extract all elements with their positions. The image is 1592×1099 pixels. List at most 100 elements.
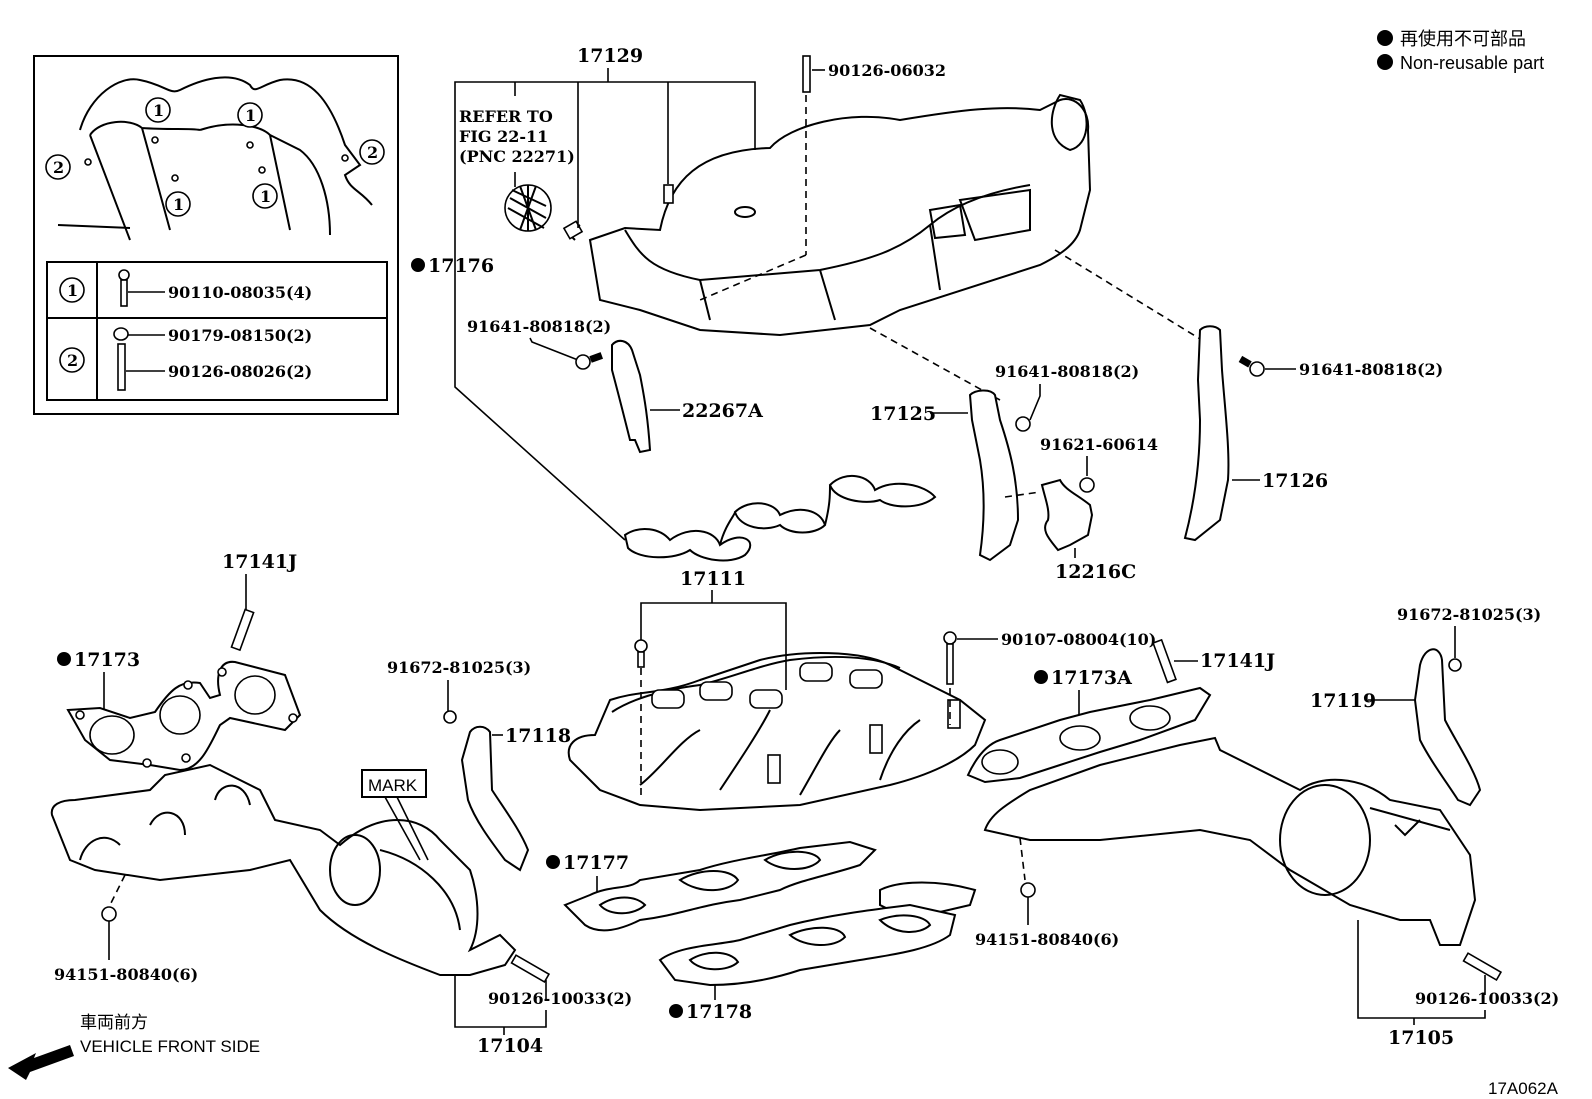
part-17105[interactable]: 17105	[1388, 1027, 1454, 1049]
bolt-icon	[1079, 477, 1095, 493]
inset-detail: 1 1 1 1 2 2 1 90110-08035(4) 2 90179	[33, 55, 399, 415]
callout-91672-81025-right: 91672-81025(3)	[1397, 605, 1541, 672]
part-17118[interactable]: 17118	[505, 725, 571, 747]
part-90107-08004[interactable]: 90107-08004(10)	[1001, 630, 1156, 649]
front-side-en: VEHICLE FRONT SIDE	[80, 1037, 260, 1056]
mark-label: MARK	[368, 776, 418, 795]
legend-jp: 再使用不可部品	[1400, 29, 1526, 49]
nut-icon	[101, 906, 117, 922]
part-91672-81025-a[interactable]: 91672-81025(3)	[387, 658, 531, 677]
callout-17111: 17111	[634, 568, 787, 800]
callout-12216C: 12216C	[1040, 478, 1136, 583]
bolt-icon	[118, 269, 130, 307]
part-17173[interactable]: 17173	[74, 649, 140, 671]
inset-row-2: 2 90179-08150(2) 90126-08026(2)	[59, 326, 312, 391]
callout-17125: 17125	[869, 327, 1020, 562]
part-17173A[interactable]: 17173A	[1051, 667, 1132, 689]
part-17177[interactable]: 17177	[563, 852, 629, 874]
callout-91641-80818-right: 91641-80818(2)	[1238, 355, 1443, 379]
part-17129[interactable]: 17129	[577, 45, 643, 67]
part-22267A[interactable]: 22267A	[682, 400, 763, 422]
callout-91641-80818-left: 91641-80818(2)	[467, 317, 611, 370]
part-90126-10033-a[interactable]: 90126-10033(2)	[488, 989, 632, 1008]
upper-intake-manifold	[504, 93, 1092, 337]
callout-17176: 17176	[411, 255, 937, 562]
stud-icon	[1462, 952, 1503, 982]
non-reusable-bullet-icon	[57, 652, 71, 666]
part-17119[interactable]: 17119	[1310, 690, 1376, 712]
callout-17141J-left: 17141J	[222, 551, 297, 652]
svg-text:1: 1	[67, 281, 78, 300]
stud-icon	[510, 954, 551, 984]
callout-90126-10033-left: 90126-10033(2)	[488, 954, 632, 1008]
exhaust-manifold-right	[983, 736, 1477, 946]
refer-line-3[interactable]: (PNC 22271)	[459, 147, 575, 166]
figure-code: 17A062A	[1488, 1079, 1559, 1098]
callout-22267A: 22267A	[611, 339, 763, 454]
front-arrow-icon	[8, 1045, 74, 1080]
inset-row-1: 1 90110-08035(4)	[59, 269, 312, 307]
callout-marker-2: 2 2	[45, 139, 385, 180]
bolt-icon	[575, 354, 591, 370]
part-91621-60614[interactable]: 91621-60614	[1040, 435, 1158, 454]
part-17125[interactable]: 17125	[870, 403, 936, 425]
non-reusable-bullet-icon	[1034, 670, 1048, 684]
svg-text:2: 2	[367, 143, 378, 162]
part-91641-80818-a[interactable]: 91641-80818(2)	[467, 317, 611, 336]
svg-text:1: 1	[260, 187, 271, 206]
non-reusable-bullet-icon	[546, 855, 560, 869]
part-94151-80840-a[interactable]: 94151-80840(6)	[54, 965, 198, 984]
callout-90126-06032: 90126-06032	[699, 55, 946, 301]
mark-callout: MARK	[361, 769, 429, 861]
part-17178[interactable]: 17178	[686, 1001, 752, 1023]
callout-17119: 17119	[1310, 648, 1482, 807]
legend: 再使用不可部品 Non-reusable part	[1377, 29, 1544, 73]
non-reusable-bullet-icon	[669, 1004, 683, 1018]
callout-90126-10033-right: 90126-10033(2)	[1415, 952, 1559, 1008]
stud-icon	[117, 343, 126, 391]
part-94151-80840-b[interactable]: 94151-80840(6)	[975, 930, 1119, 949]
nut-icon	[1020, 882, 1036, 898]
bolt-icon	[1448, 658, 1462, 672]
callout-17105: 17105	[1357, 920, 1486, 1049]
callout-91621-60614: 91621-60614	[1004, 435, 1158, 498]
vehicle-front-side: 車両前方 VEHICLE FRONT SIDE	[8, 1013, 260, 1080]
svg-text:1: 1	[153, 101, 164, 120]
callout-17129: 17129 REFER TO FIG 22-11 (PNC 22271)	[454, 45, 756, 300]
lower-intake-manifold	[567, 652, 987, 812]
part-17104[interactable]: 17104	[477, 1035, 543, 1057]
refer-line-2: FIG 22-11	[459, 127, 548, 146]
part-91641-80818-b[interactable]: 91641-80818(2)	[995, 362, 1139, 381]
callout-91672-81025-left: 91672-81025(3)	[387, 658, 531, 724]
part-17141J-a[interactable]: 17141J	[222, 551, 297, 573]
part-90126-10033-b[interactable]: 90126-10033(2)	[1415, 989, 1559, 1008]
exhaust-manifold-left	[50, 763, 517, 976]
callout-17141J-right: 17141J	[1152, 638, 1275, 684]
part-91672-81025-b[interactable]: 91672-81025(3)	[1397, 605, 1541, 624]
callout-90107-08004: 90107-08004(10)	[943, 630, 1156, 725]
front-side-jp: 車両前方	[80, 1013, 148, 1032]
svg-text:1: 1	[173, 195, 184, 214]
stud-icon	[1152, 638, 1177, 684]
part-17126[interactable]: 17126	[1262, 470, 1328, 492]
non-reusable-bullet-icon	[411, 258, 425, 272]
part-90110-08035[interactable]: 90110-08035(4)	[168, 283, 312, 302]
part-17111[interactable]: 17111	[680, 568, 746, 590]
stud-icon	[230, 608, 255, 652]
part-90126-08026[interactable]: 90126-08026(2)	[168, 362, 312, 381]
part-17176[interactable]: 17176	[428, 255, 494, 277]
callout-91641-80818-mid: 91641-80818(2)	[995, 362, 1139, 432]
part-90179-08150[interactable]: 90179-08150(2)	[168, 326, 312, 345]
svg-text:2: 2	[67, 351, 78, 370]
part-90126-06032[interactable]: 90126-06032	[828, 61, 946, 80]
part-17141J-b[interactable]: 17141J	[1200, 650, 1275, 672]
part-91641-80818-c[interactable]: 91641-80818(2)	[1299, 360, 1443, 379]
callout-94151-80840-left: 94151-80840(6)	[54, 874, 198, 984]
callout-17178: 17178	[658, 903, 957, 1023]
svg-text:1: 1	[245, 106, 256, 125]
nut-icon	[113, 327, 129, 341]
callout-94151-80840-right: 94151-80840(6)	[975, 882, 1119, 949]
part-12216C[interactable]: 12216C	[1055, 561, 1136, 583]
stud-icon	[802, 55, 811, 93]
